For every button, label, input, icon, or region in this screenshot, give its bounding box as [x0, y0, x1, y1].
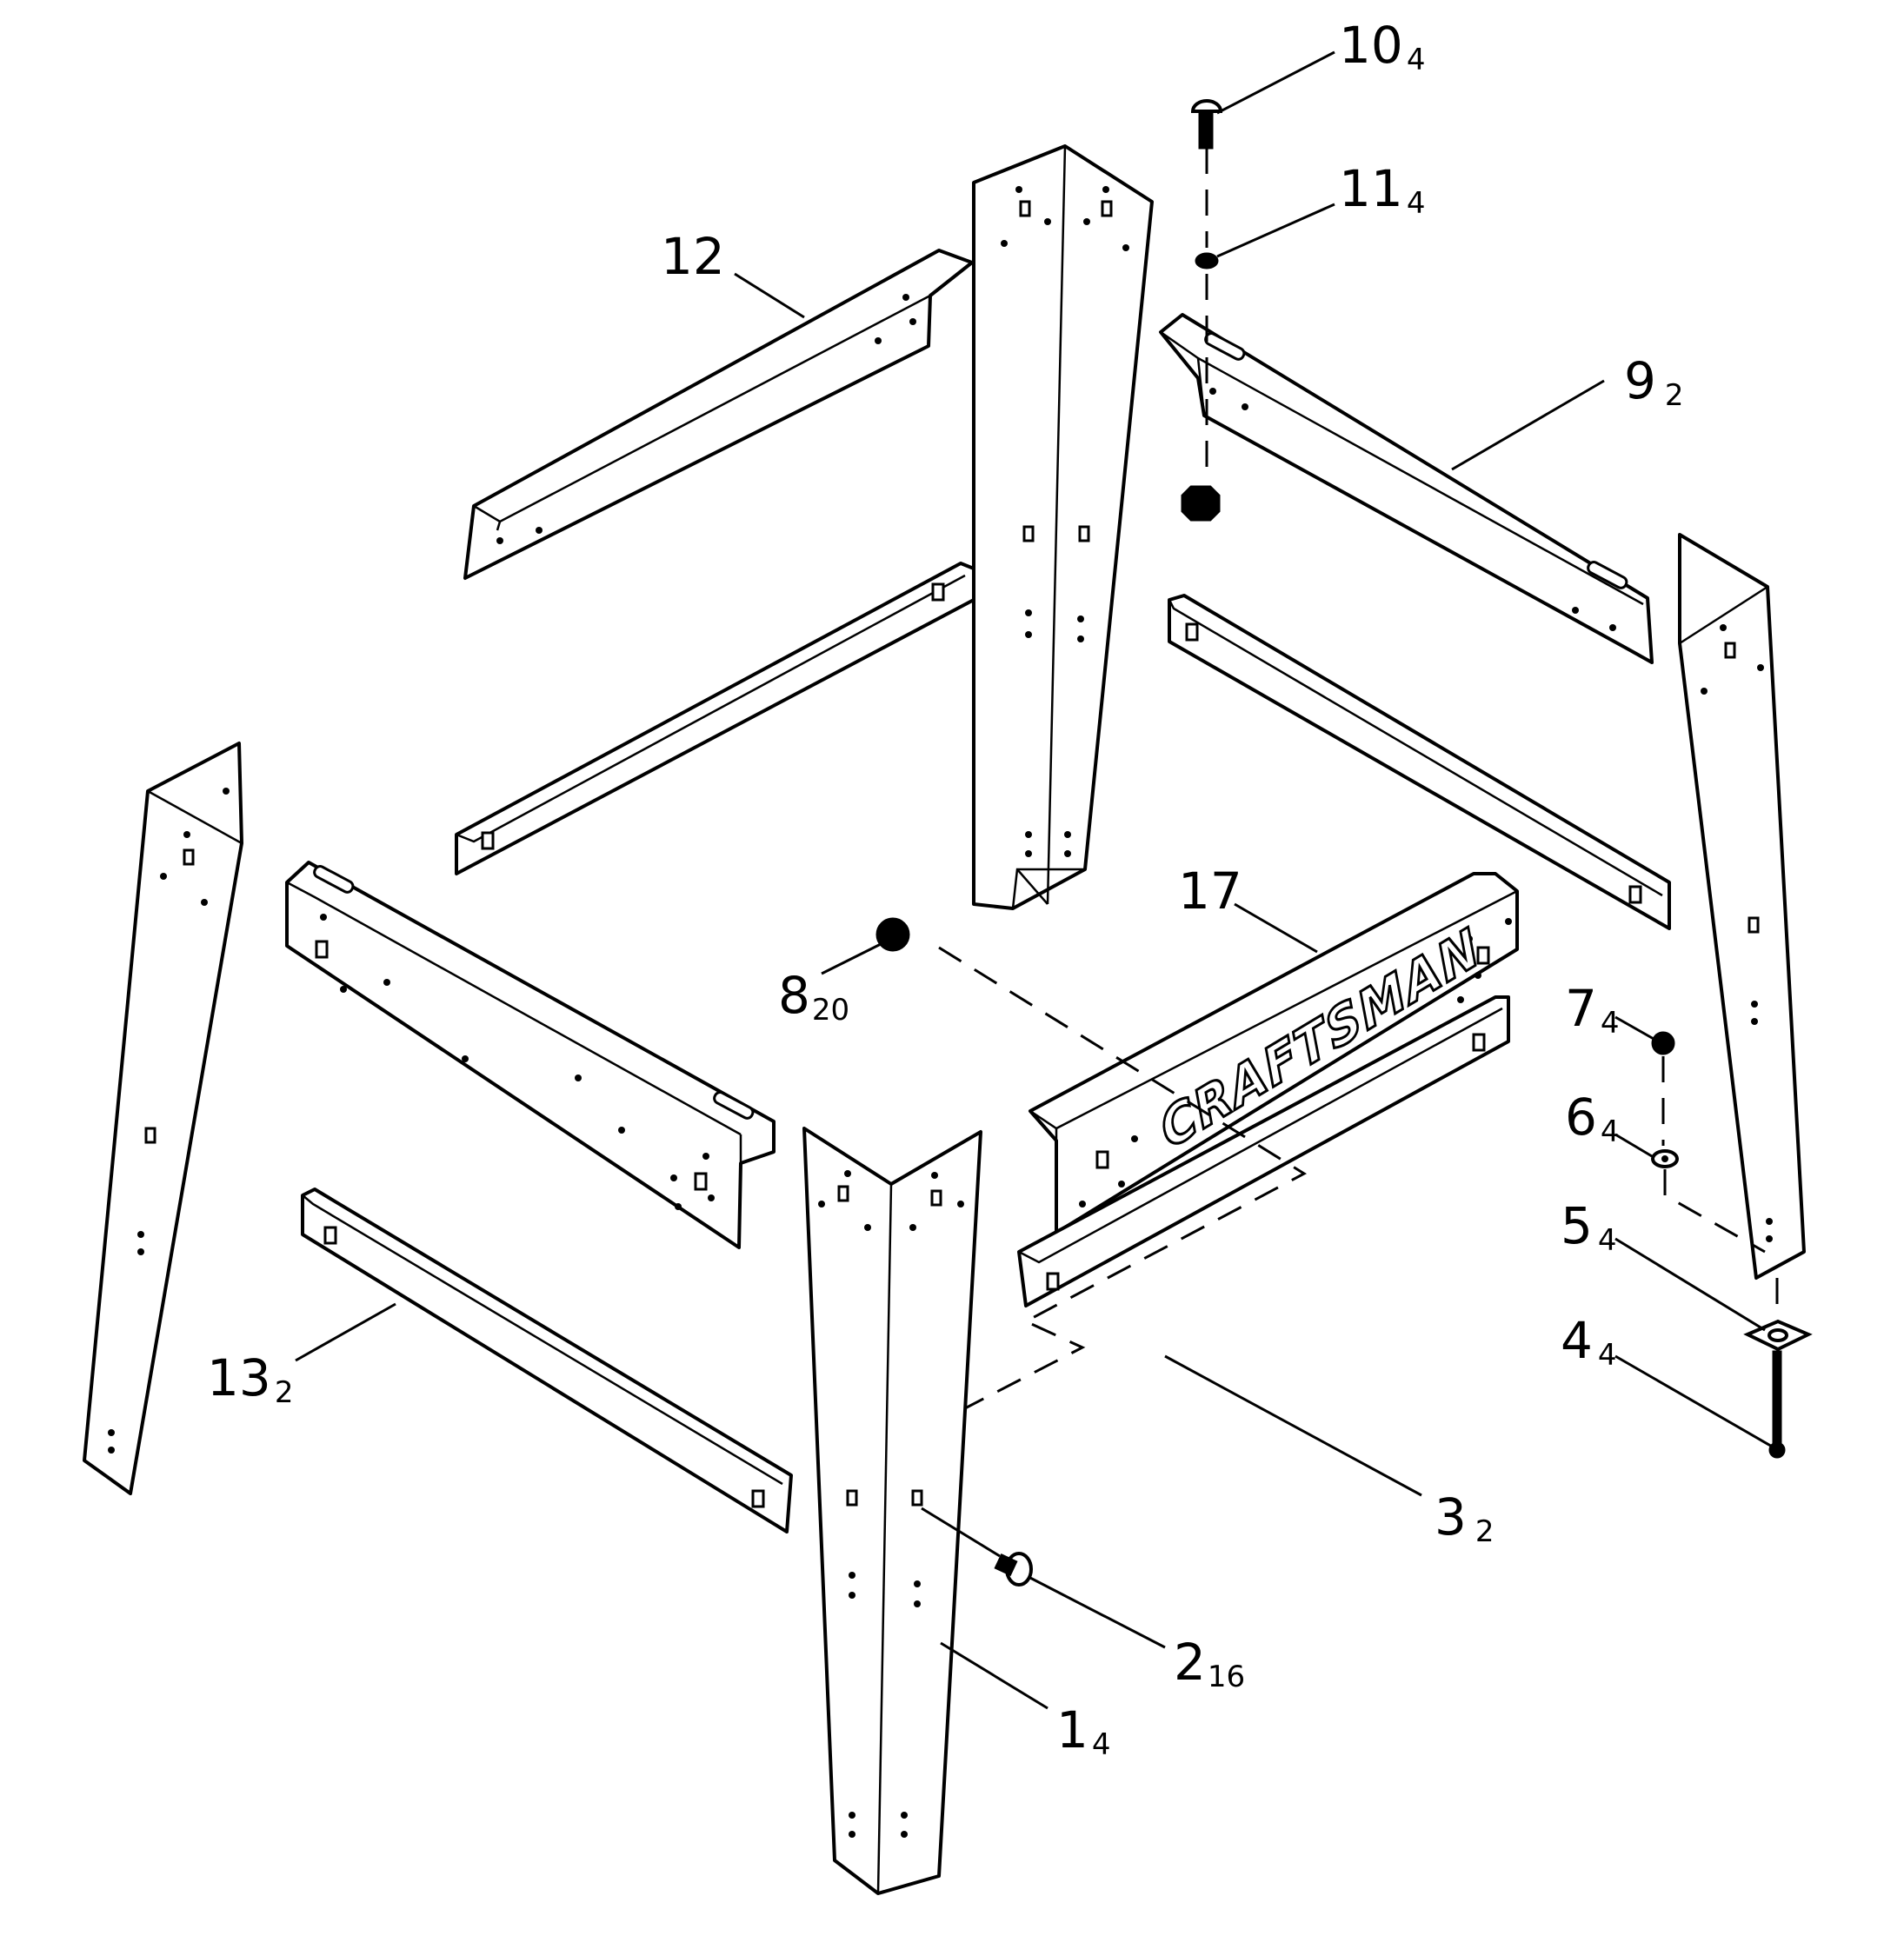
- rail-lower-back-left: [455, 562, 975, 875]
- rail-upper-front-left: [285, 861, 776, 1249]
- hex-nut-8: [875, 917, 910, 952]
- nut-7: [1651, 1031, 1675, 1055]
- callout-8: 820: [778, 966, 849, 1028]
- callout-2: 216: [1174, 1633, 1245, 1694]
- rail-lower-front-right: [1017, 995, 1510, 1307]
- callout-12: 12: [661, 227, 725, 286]
- rail-upper-back-left: [463, 249, 974, 580]
- bolt-4: [1768, 1350, 1786, 1459]
- carriage-bolt-2: [994, 1552, 1033, 1587]
- lock-washer-11: [1195, 252, 1219, 269]
- callout-17: 17: [1178, 862, 1242, 921]
- rail-lower-back-right: [1168, 594, 1671, 930]
- carriage-bolt-10: [1190, 99, 1223, 150]
- leg-right: [1678, 533, 1806, 1280]
- leg-front: [802, 1127, 982, 1895]
- leg-back-center: [972, 144, 1154, 910]
- leader-lines: [295, 50, 1774, 1710]
- rail-upper-back-right: [1159, 313, 1654, 664]
- assembly-lines: [938, 148, 1779, 1410]
- hex-nut-top: [1181, 485, 1221, 522]
- washer-6: [1651, 1149, 1679, 1168]
- rail-lower-front-left: [301, 1188, 793, 1533]
- leg-left: [83, 742, 243, 1495]
